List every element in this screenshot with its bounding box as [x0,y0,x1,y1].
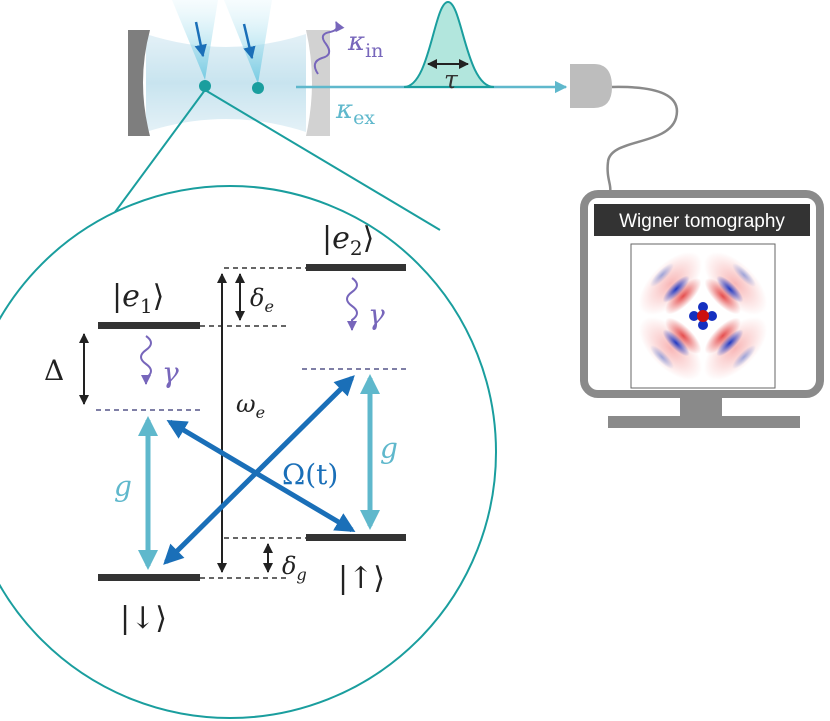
monitor-stand [608,416,800,428]
gamma-left-wavy-arrow-icon [140,335,152,385]
monitor: Wigner tomography [580,190,824,428]
delta-e-symbol: δ [250,284,264,312]
ket-down: |↓⟩ [120,601,167,636]
gamma-left-label: γ [162,356,179,389]
raman-arrow-2 [163,375,355,565]
cavity [128,0,330,136]
kappa-ex-sub: ex [353,107,375,129]
left-mirror [128,30,150,136]
monitor-title-bar [594,204,810,236]
omega-e-symbol: ω [236,390,256,418]
wigner-function-plot [630,243,776,389]
addressing-beam-1 [172,0,218,80]
ket-up: |↑⟩ [338,561,385,596]
level-up [306,534,406,541]
delta-g-sub: g [296,565,306,584]
Delta-label: Δ [44,354,64,387]
svg-text:δg: δg [282,552,307,584]
level-diagram [79,264,408,581]
gamma-right-wavy-arrow-icon [346,277,358,331]
zoom-line-right [204,89,441,231]
g-left-label: g [114,470,132,503]
gamma-right-label: γ [368,298,385,331]
g-right-label: g [380,432,398,465]
delta-e-sub: e [264,297,273,316]
svg-text:|↑⟩: |↑⟩ [338,561,385,596]
kappa-in-symbol: κ [347,27,365,57]
svg-text:κex: κex [335,95,375,129]
delta-g-symbol: δ [282,552,296,580]
atom-2 [252,82,264,94]
kappa-in-wavy-arrow-icon [313,21,345,75]
svg-text:|e1⟩: |e1⟩ [112,279,164,318]
level-e1 [98,322,200,329]
level-down [98,574,200,581]
svg-text:κin: κin [347,27,383,62]
svg-text:δe: δe [250,284,274,316]
ket-e1: |e1⟩ [112,279,164,318]
detector-icon [570,64,612,108]
kappa-in-sub: in [365,40,383,62]
zoom-circle [0,185,497,719]
photon-pulse [403,0,495,88]
beam-1-arrow-icon [194,21,207,58]
beam-2-arrow-icon [242,23,256,60]
detector-cable [606,85,679,193]
monitor-title: Wigner tomography [619,211,785,232]
level-e2 [306,264,406,271]
kappa-ex-symbol: κ [335,95,353,125]
ket-e2: |e2⟩ [322,221,374,260]
monitor-neck [680,398,722,416]
svg-text:|↓⟩: |↓⟩ [120,601,167,636]
svg-text:|e2⟩: |e2⟩ [322,221,374,260]
cavity-mode-volume [146,34,306,132]
omega-e-sub: e [256,403,265,422]
atom-1 [199,80,211,92]
Omega-label: Ω(t) [282,458,338,491]
svg-text:ωe: ωe [236,390,265,422]
tau-label: τ [444,65,459,94]
